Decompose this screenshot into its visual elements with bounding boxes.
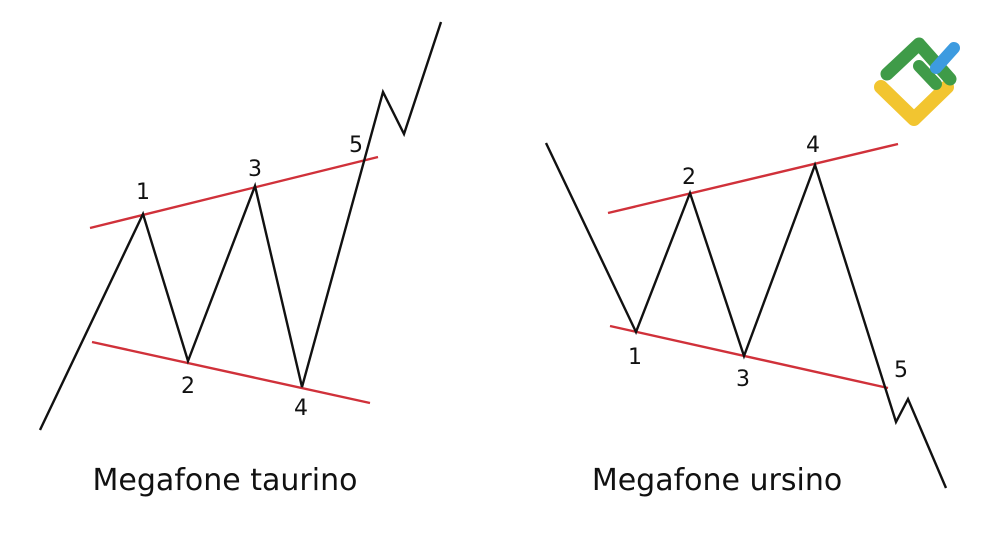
point-label-1: 1 [628,345,642,370]
price-path [544,142,948,489]
point-label-5: 5 [349,133,363,158]
bearish-caption: Megafone ursino [592,463,842,498]
price-path [38,21,443,431]
upper-trendline [607,142,899,215]
point-label-3: 3 [736,367,750,392]
point-label-3: 3 [248,157,262,182]
logo-yellow-chevron [874,80,954,126]
logo-green-stem [913,60,942,90]
point-label-5: 5 [894,358,908,383]
bullish-caption: Megafone taurino [93,463,358,498]
logo-blue-bar [930,42,960,74]
bullish-megaphone-pattern: 1 2 3 4 5 Megafone taurino [38,21,443,498]
lower-trendline [91,340,371,405]
point-label-2: 2 [682,165,696,190]
point-label-1: 1 [136,180,150,205]
bearish-megaphone-pattern: 1 2 3 4 5 Megafone ursino [544,133,948,498]
point-label-4: 4 [294,396,308,421]
point-label-2: 2 [181,374,195,399]
upper-trendline [89,155,379,230]
lower-trendline [609,324,889,390]
brand-logo-icon [874,37,960,126]
point-label-4: 4 [806,133,820,158]
